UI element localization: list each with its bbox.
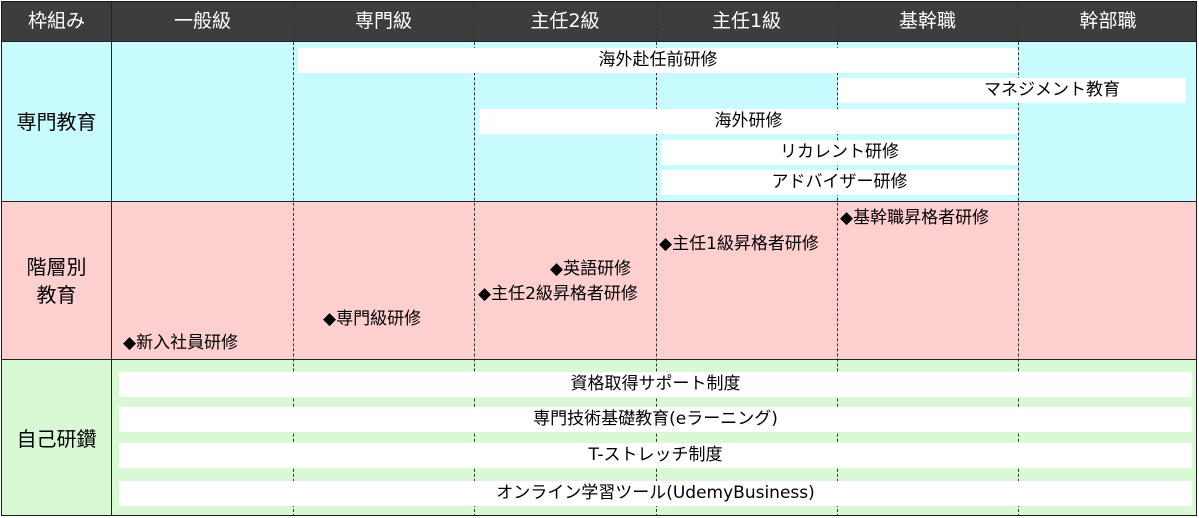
program-bar: マネジメント教育 bbox=[838, 78, 1186, 103]
grade-divider bbox=[656, 2, 657, 515]
header-grade-shunin2: 主任2級 bbox=[530, 10, 600, 32]
program-bar: 専門技術基礎教育(eラーニング) bbox=[119, 407, 1192, 432]
program-bar: T-ストレッチ制度 bbox=[119, 443, 1192, 468]
grade-divider bbox=[474, 2, 475, 515]
tier-training-item: ◆専門級研修 bbox=[323, 309, 422, 329]
header-grade-shunin1: 主任1級 bbox=[711, 10, 782, 32]
header-corner: 枠組み bbox=[27, 10, 85, 32]
header-grade-ippan: 一般級 bbox=[173, 10, 231, 32]
header-row: 枠組み 一般級 専門級 主任2級 主任1級 基幹職 幹部職 bbox=[2, 2, 1196, 41]
tier-training-item: ◆英語研修 bbox=[550, 259, 632, 279]
grade-divider bbox=[293, 2, 294, 515]
row-label-self-development: 自己研鑽 bbox=[2, 360, 111, 515]
row-label-text: 専門教育 bbox=[16, 109, 97, 134]
row-label-text: 自己研鑽 bbox=[16, 426, 97, 451]
row-label-text: 階層別 教育 bbox=[26, 254, 87, 307]
header-grade-kikan: 基幹職 bbox=[898, 10, 956, 32]
tier-training-item: ◆主任2級昇格者研修 bbox=[478, 284, 638, 304]
tier-training-item: ◆主任1級昇格者研修 bbox=[659, 234, 819, 254]
tier-training-item: ◆新入社員研修 bbox=[123, 333, 239, 353]
header-grade-kanbu: 幹部職 bbox=[1079, 10, 1137, 32]
program-bar: オンライン学習ツール(UdemyBusiness) bbox=[119, 481, 1192, 506]
program-bar: 海外赴任前研修 bbox=[298, 48, 1018, 73]
row-label-specialized: 専門教育 bbox=[2, 42, 111, 201]
tier-training-item: ◆基幹職昇格者研修 bbox=[840, 208, 990, 228]
tier-education-band bbox=[2, 201, 1196, 359]
program-bar: リカレント研修 bbox=[661, 140, 1018, 165]
program-bar: 海外研修 bbox=[479, 109, 1018, 134]
header-grade-senmon: 専門級 bbox=[354, 10, 412, 32]
program-bar: 資格取得サポート制度 bbox=[119, 372, 1192, 397]
program-bar: アドバイザー研修 bbox=[661, 170, 1018, 195]
grade-divider bbox=[1018, 2, 1019, 515]
label-column-divider bbox=[111, 2, 112, 515]
row-label-tier: 階層別 教育 bbox=[2, 202, 111, 359]
grade-divider bbox=[837, 2, 838, 515]
